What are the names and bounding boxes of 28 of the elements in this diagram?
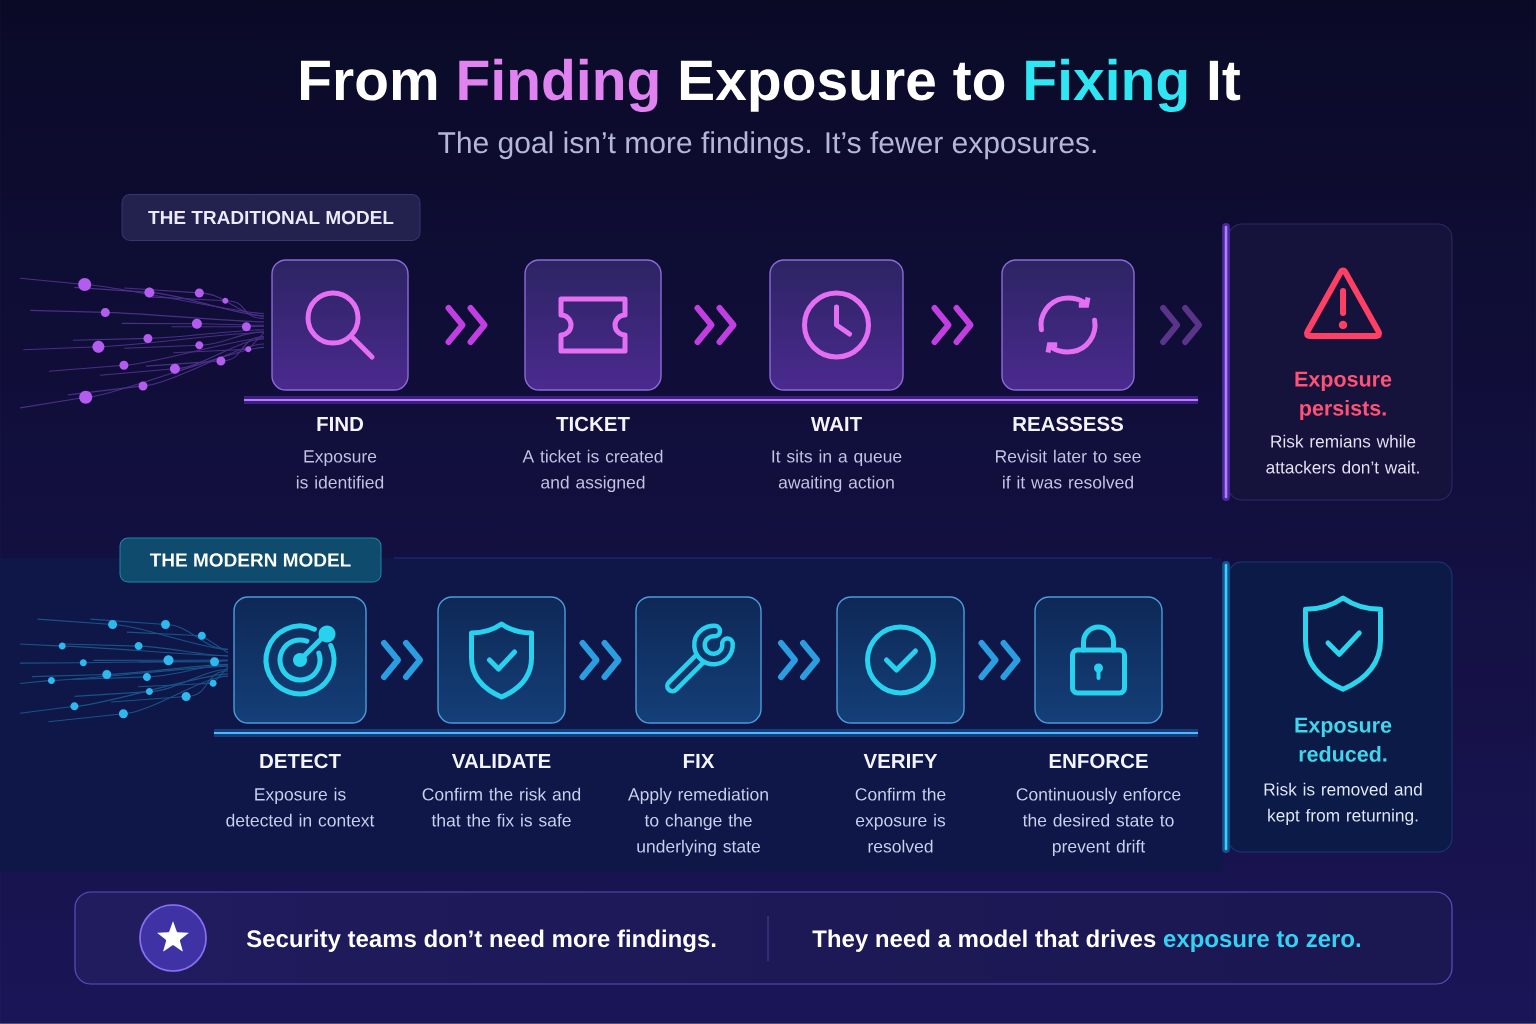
outcome-title: Exposure persists. — [1295, 371, 1392, 420]
step-description: Confirm the exposure is resolved — [855, 787, 946, 853]
outcome-text: Risk is removed and kept from returning. — [1264, 782, 1422, 825]
step-description: Revisit later to see if it was resolved — [996, 449, 1141, 489]
step-title: FIX — [683, 753, 715, 768]
step-description: Exposure is identified — [296, 450, 384, 489]
step-title: FIND — [317, 416, 364, 431]
label-badge: THE MODERN MODEL — [119, 537, 382, 583]
outcome-title: Exposure reduced. — [1295, 717, 1392, 762]
step-title: VALIDATE — [451, 753, 551, 768]
step-description: Confirm the risk and that the fix is safe — [422, 787, 581, 827]
step-title: TICKET — [556, 416, 630, 432]
outcome-text: Risk remians while attackers don’t wait. — [1266, 434, 1419, 474]
step-title: VERIFY — [863, 753, 938, 768]
step-description: Exposure is detected in context — [226, 787, 375, 827]
step-description: Apply remediation to change the underlying state — [628, 787, 768, 857]
step-title: REASSESS — [1013, 416, 1124, 432]
step-title: WAIT — [810, 416, 862, 431]
banner-text: They need a model that drives exposure to zero. — [812, 929, 1361, 952]
step-title: DETECT — [260, 753, 341, 769]
title: From Finding Exposure to Fixing It — [301, 58, 1241, 113]
step-description: A ticket is created and assigned — [522, 449, 663, 493]
step-description: It sits in a queue awaiting action — [772, 449, 902, 493]
step-title: ENFORCE — [1049, 753, 1148, 769]
step-description: Continuously enforce the desired state to prevent drift — [1016, 787, 1181, 857]
subtitle: The goal isn’t more findings. It’s fewer exposures. — [438, 131, 1096, 160]
label-badge: THE TRADITIONAL MODEL — [121, 194, 421, 241]
banner-text: Security teams don’t need more findings. — [246, 929, 716, 953]
